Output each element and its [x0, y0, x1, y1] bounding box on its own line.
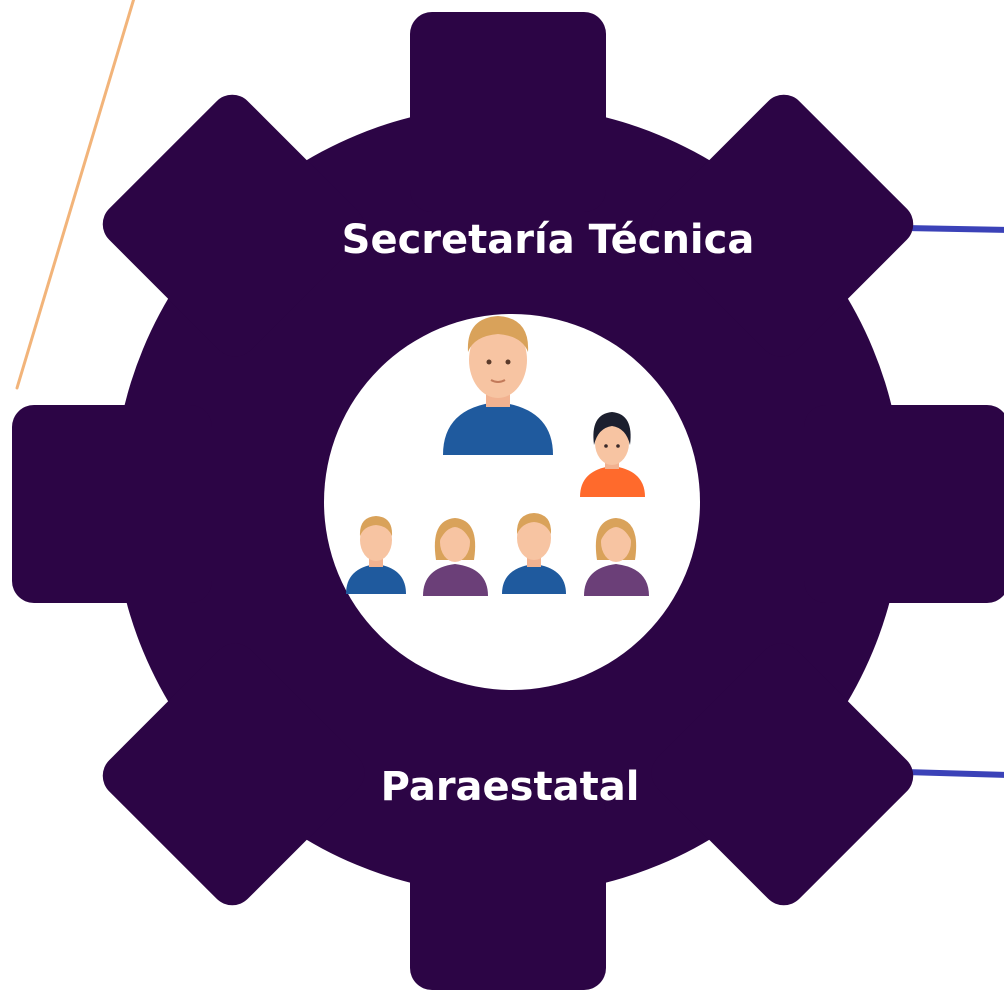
member-person-icon [346, 516, 406, 594]
gear-top-label: Secretaría Técnica [342, 217, 755, 263]
gear-shape [12, 12, 1004, 990]
team-hierarchy-icon [346, 316, 649, 596]
connector-line-top [904, 225, 1004, 233]
member-person-icon [423, 518, 488, 596]
gear-bottom-label: Paraestatal [381, 764, 640, 810]
assistant-person-icon [580, 412, 645, 497]
accent-line [15, 0, 136, 390]
leader-person-icon [443, 316, 553, 455]
member-person-icon [502, 513, 566, 594]
connector-line-bottom [904, 769, 1004, 778]
member-person-icon [584, 518, 649, 596]
